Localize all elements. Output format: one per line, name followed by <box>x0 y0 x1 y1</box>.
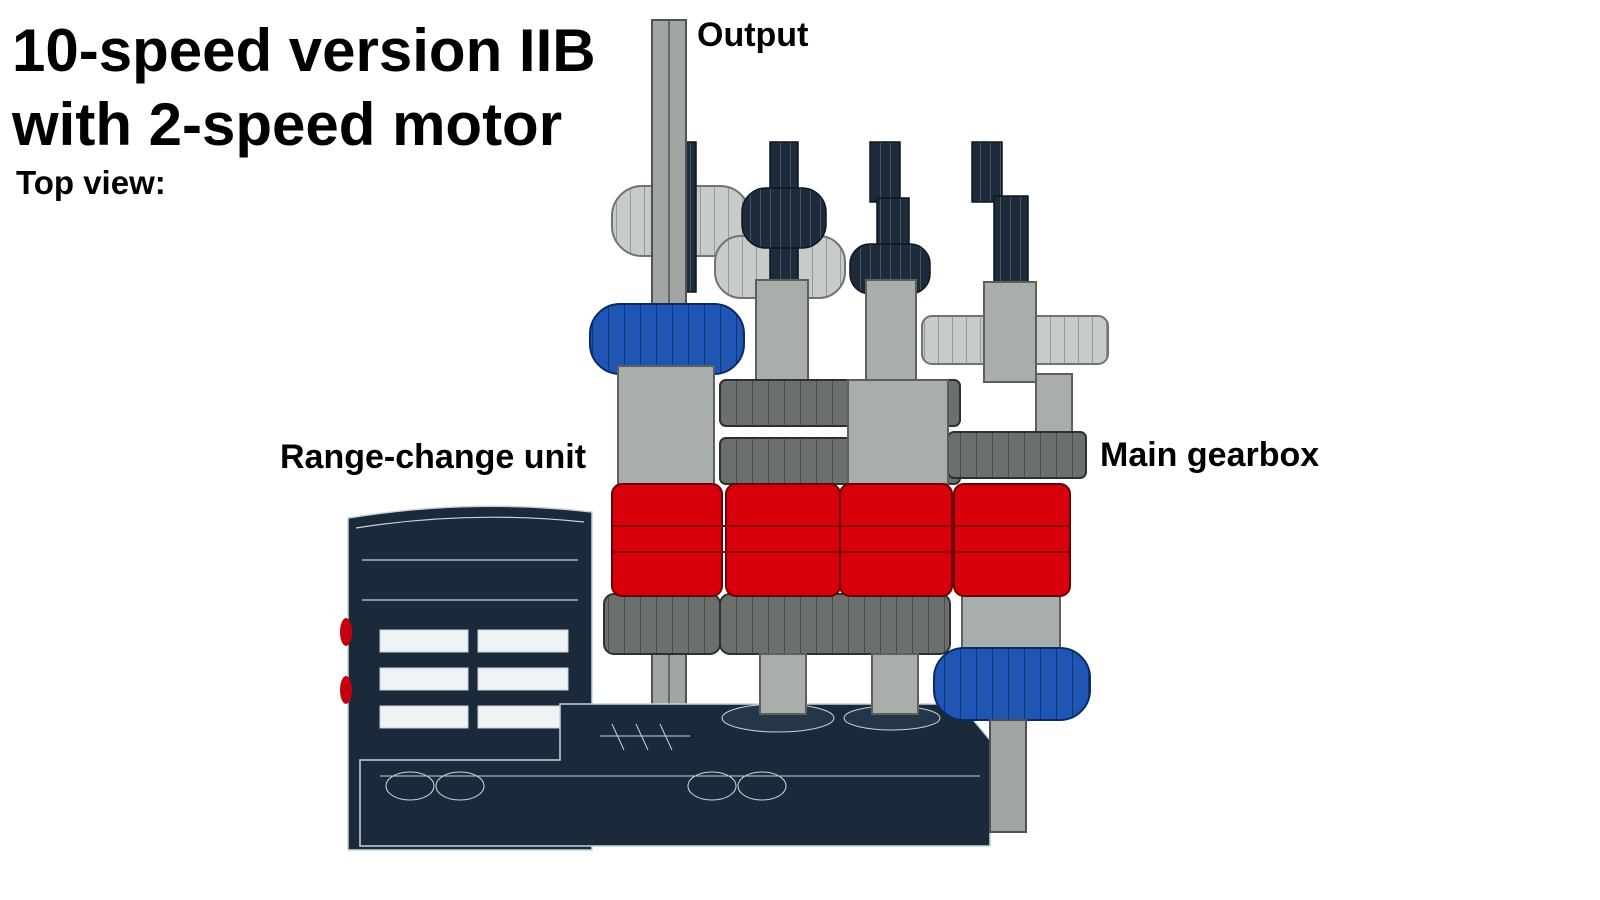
output-label: Output <box>697 16 809 54</box>
range-change-unit-label: Range-change unit <box>280 438 587 476</box>
range-unit-sleeve <box>617 365 715 487</box>
red-clutch-gears <box>611 483 1071 597</box>
view-subtitle: Top view: <box>16 164 166 201</box>
gray-axle-bodies <box>755 279 1073 435</box>
blue-gear-range-unit <box>589 303 745 375</box>
blue-gear-main-gearbox <box>933 647 1091 721</box>
title-line-2: with 2-speed motor <box>12 91 563 158</box>
input-axle <box>989 719 1027 833</box>
dark-gray-gears-lower <box>603 589 1061 715</box>
black-axle-tops <box>669 141 1029 323</box>
diagram-title: 10-speed version IIB with 2-speed motor <box>12 14 596 162</box>
dark-gray-gears-upper <box>719 379 1087 485</box>
title-line-1: 10-speed version IIB <box>12 17 596 84</box>
main-gearbox-label: Main gearbox <box>1100 436 1320 474</box>
